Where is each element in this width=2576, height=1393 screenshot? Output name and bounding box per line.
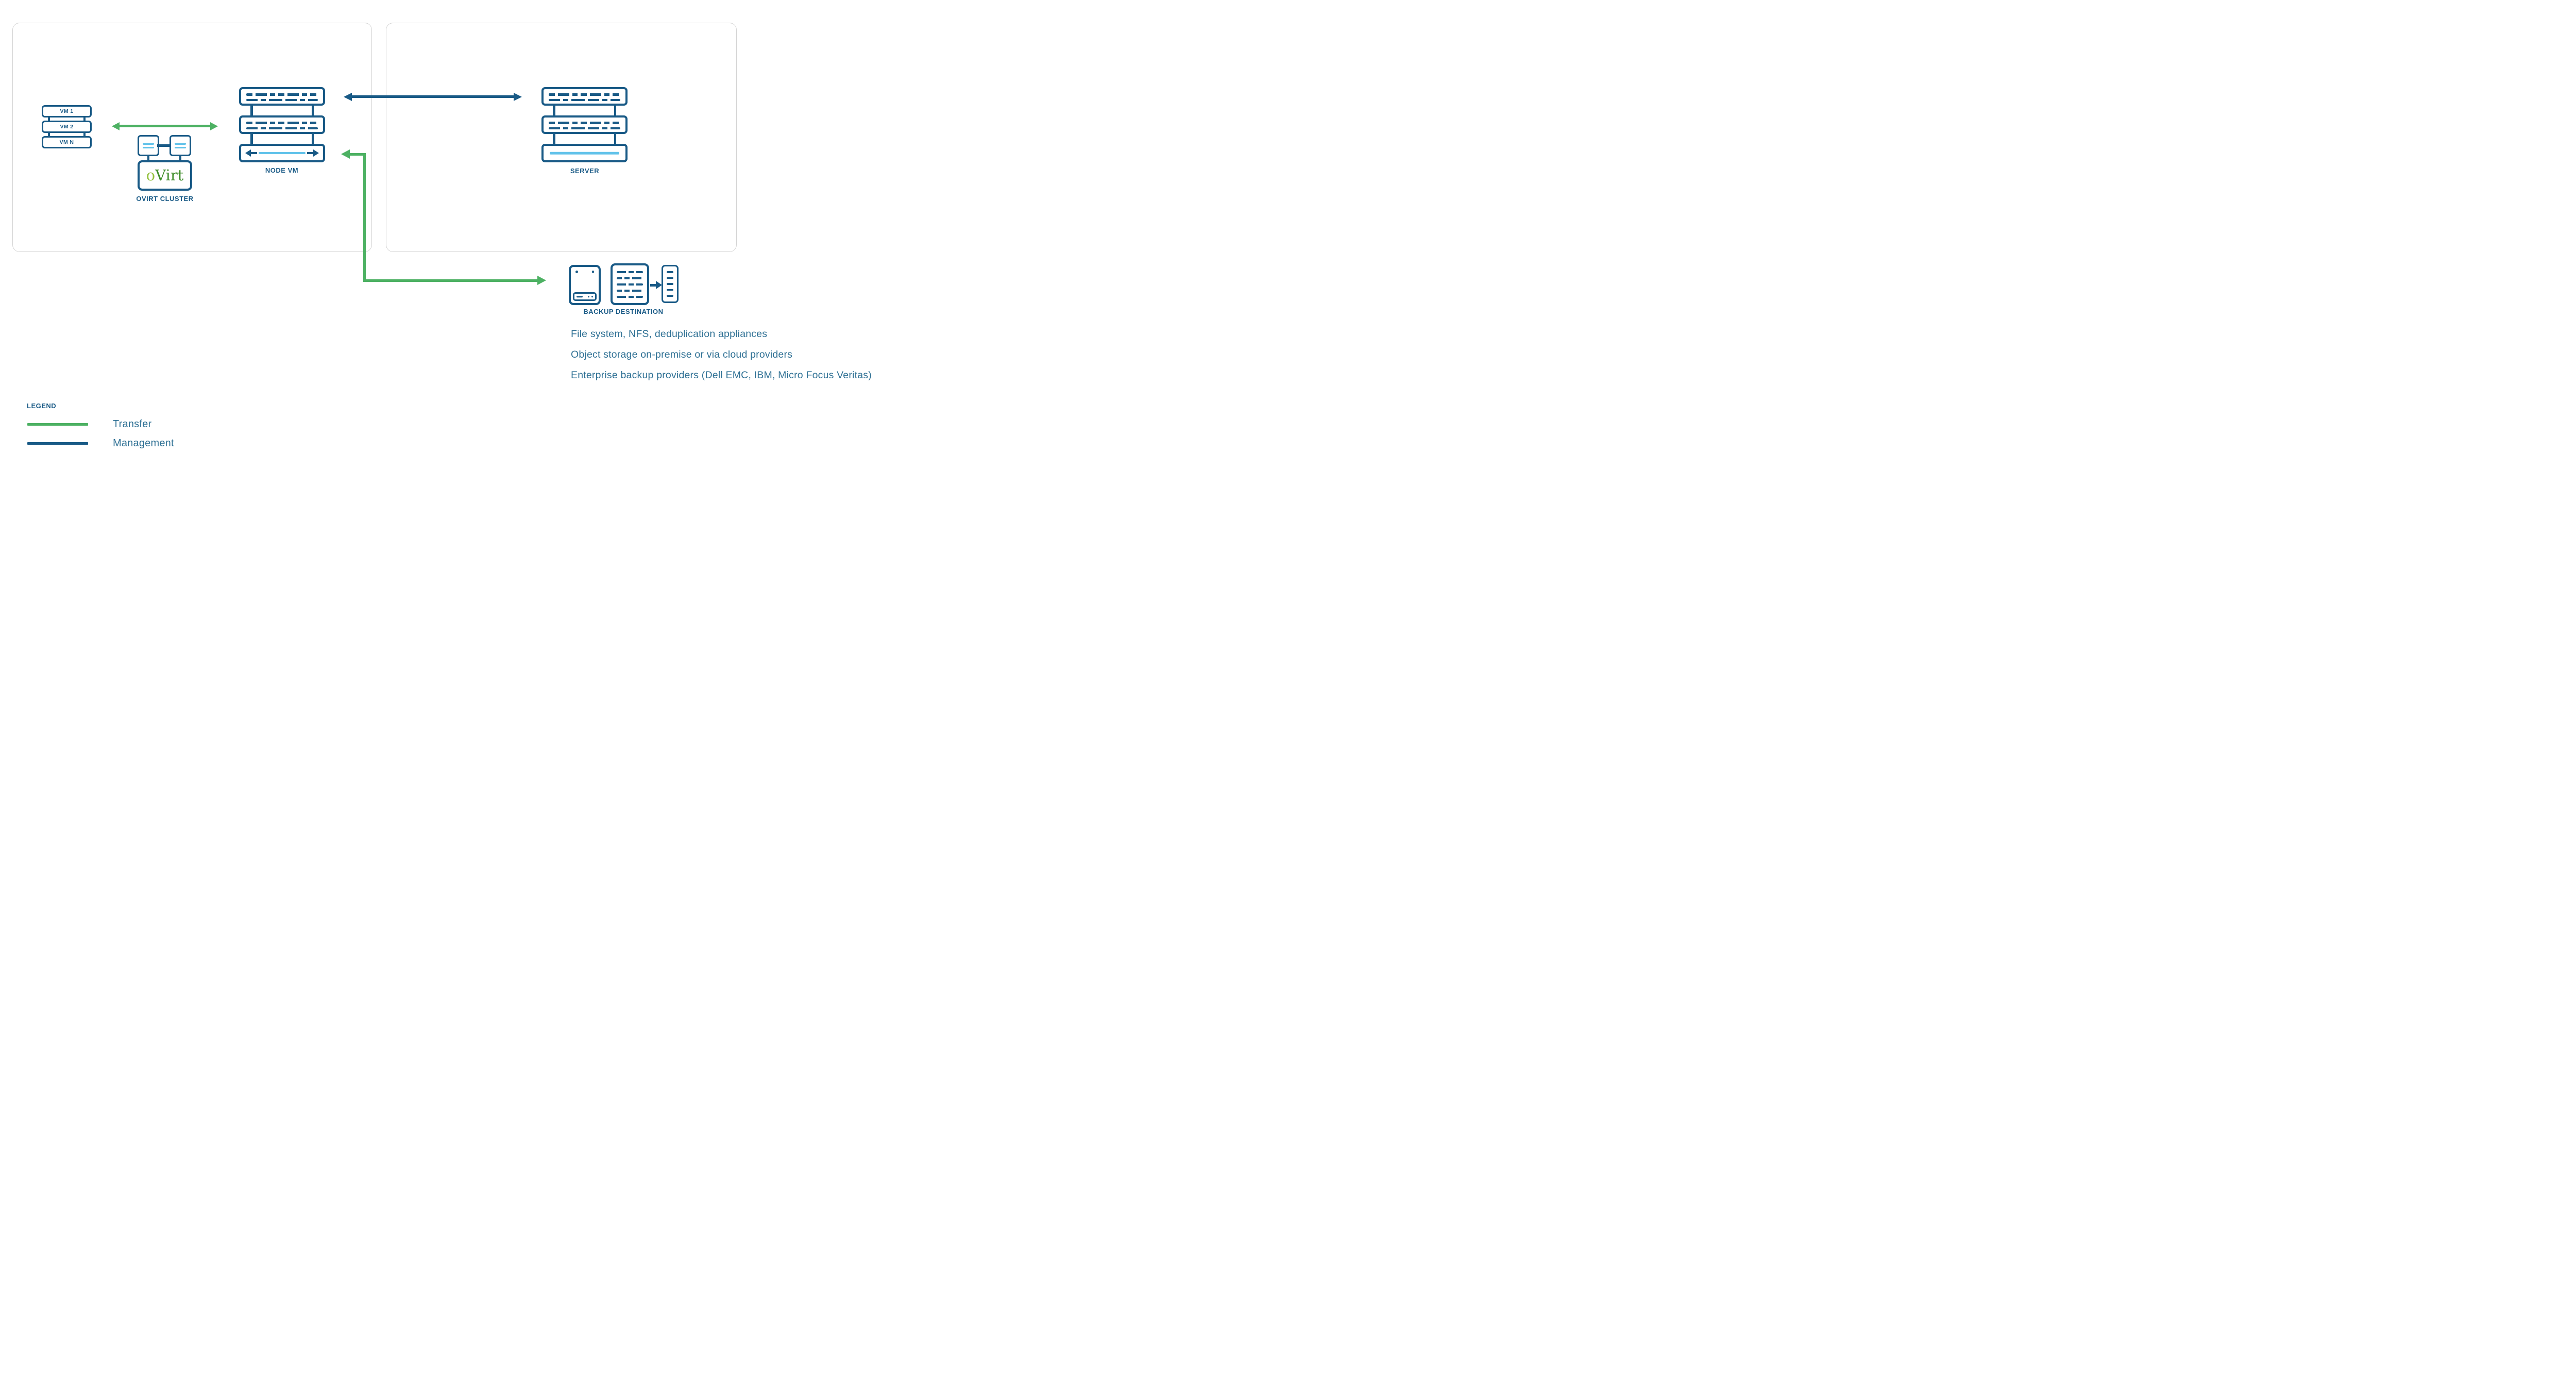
legend-row-management: Management (27, 438, 174, 449)
ovirt-stem (179, 156, 181, 161)
legend-title: LEGEND (27, 402, 57, 410)
ovirt-cluster-label: OVIRT CLUSTER (136, 195, 194, 203)
led-bar (550, 152, 619, 155)
note-line: File system, NFS, deduplication applianc… (571, 328, 768, 340)
rack-slab (239, 115, 325, 134)
arrow-left-head-icon (112, 122, 120, 130)
rack-connector (239, 132, 325, 145)
vm-1-label: VM 1 (60, 108, 74, 114)
note-line: Enterprise backup providers (Dell EMC, I… (571, 370, 872, 381)
transfer-line-swatch (27, 423, 88, 426)
vm-box-n: VM N (42, 136, 92, 148)
management-arrow (344, 92, 522, 101)
ovirt-logo: oVirt (146, 166, 184, 184)
server-icon (541, 87, 628, 162)
arrow-right-head-icon (537, 276, 546, 285)
rack-slab (239, 87, 325, 106)
rack-connector (541, 104, 628, 117)
node-vm-label: NODE VM (265, 166, 299, 174)
management-line-swatch (27, 442, 88, 445)
ovirt-node-link (157, 144, 171, 147)
legend-transfer-label: Transfer (113, 418, 152, 430)
diagram-canvas: VM 1 VM 2 VM N oVirt OVIRT CLUSTER (0, 0, 886, 464)
ovirt-stem (147, 156, 149, 161)
ovirt-node-icon (170, 135, 191, 156)
vm-connector (42, 132, 92, 137)
disk-drive-icon (569, 265, 601, 305)
ovirt-logo-box: oVirt (138, 160, 192, 191)
document-icon (611, 263, 649, 305)
arrow-left-head-icon (344, 92, 352, 101)
backup-destination-label: BACKUP DESTINATION (583, 308, 664, 315)
legend-row-transfer: Transfer (27, 418, 151, 430)
arrow-left-head-icon (341, 149, 350, 159)
vm-box-2: VM 2 (42, 121, 92, 133)
arrow-right-head-icon (210, 122, 218, 130)
legend-management-label: Management (113, 438, 174, 449)
backup-notes: File system, NFS, deduplication applianc… (571, 328, 872, 381)
server-panel (386, 23, 737, 252)
rack-slab-io (239, 144, 325, 162)
rack-slab (541, 87, 628, 106)
transfer-arrow (112, 122, 218, 130)
vm-connector (42, 116, 92, 122)
vm-box-1: VM 1 (42, 105, 92, 118)
ovirt-node-icon (138, 135, 159, 156)
rack-connector (239, 104, 325, 117)
rack-slab-led (541, 144, 628, 162)
io-double-arrow-icon (245, 149, 319, 157)
vm-2-label: VM 2 (60, 124, 74, 130)
right-arrow-icon (650, 281, 662, 289)
server-label: SERVER (570, 167, 600, 175)
arrow-right-head-icon (514, 92, 522, 101)
vm-stack-icon: VM 1 VM 2 VM N (42, 105, 92, 148)
rack-connector (541, 132, 628, 145)
note-line: Object storage on-premise or via cloud p… (571, 349, 793, 360)
rack-slab (541, 115, 628, 134)
list-icon (662, 265, 679, 303)
node-vm-icon (239, 87, 325, 162)
vm-n-label: VM N (59, 139, 74, 145)
